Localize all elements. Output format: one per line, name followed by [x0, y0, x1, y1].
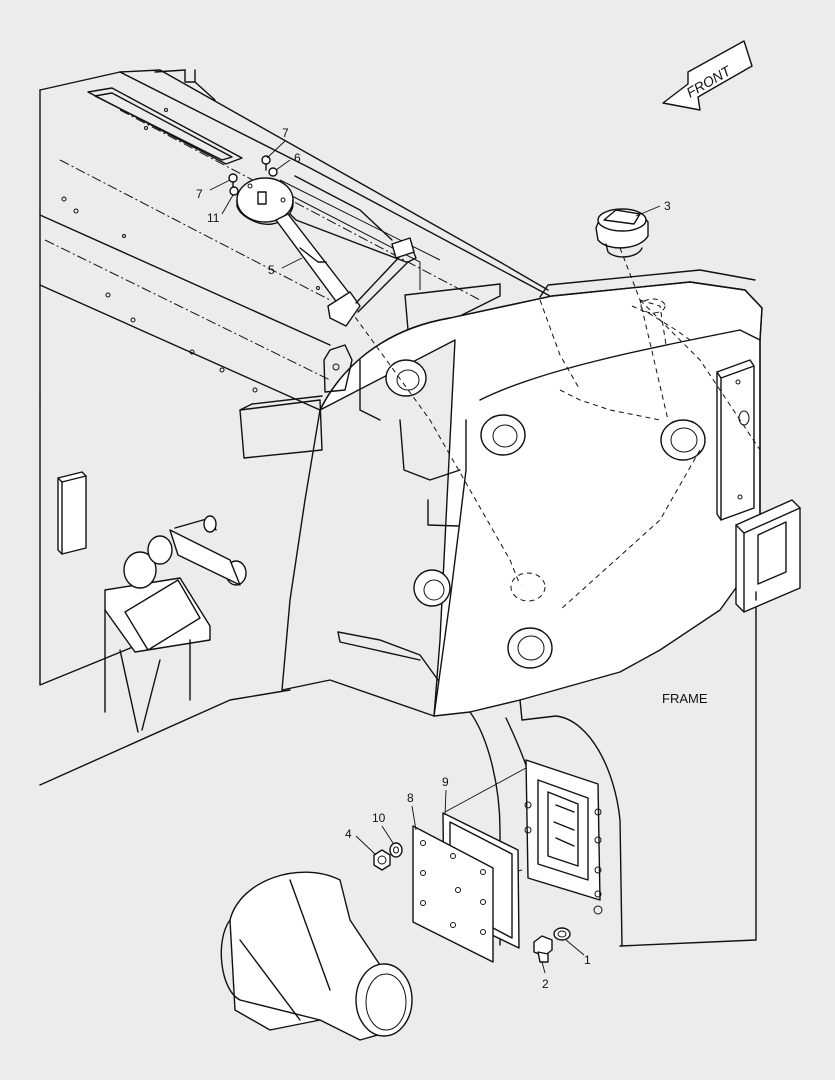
frame-label: FRAME [662, 691, 708, 706]
callout-1: 1 [584, 953, 591, 967]
callout-3: 3 [664, 199, 671, 213]
front-direction-arrow: FRONT [662, 40, 753, 111]
callout-5: 5 [268, 263, 275, 277]
top-fasteners [228, 155, 278, 196]
assembly-lines [349, 247, 761, 611]
leader-lines [209, 140, 661, 974]
lower-frame [444, 699, 623, 947]
callout-7-left: 7 [196, 187, 203, 201]
callout-7-top: 7 [282, 126, 289, 140]
callout-6: 6 [294, 151, 301, 165]
callout-labels: 7 6 7 11 5 3 4 10 8 9 2 1 FRAME [196, 126, 708, 991]
callout-11: 11 [207, 211, 220, 225]
callout-10: 10 [372, 811, 386, 825]
callout-8: 8 [407, 791, 414, 805]
main-frame-body [281, 269, 801, 947]
level-gauge-assembly [236, 177, 417, 327]
hub-cone [220, 871, 413, 1041]
callout-9: 9 [442, 775, 449, 789]
callout-2: 2 [542, 977, 549, 991]
filler-cap [595, 208, 649, 258]
left-side-structure [39, 395, 323, 786]
small-fasteners [373, 842, 571, 963]
callout-4: 4 [345, 827, 352, 841]
cover-plate-and-gasket [412, 812, 520, 963]
